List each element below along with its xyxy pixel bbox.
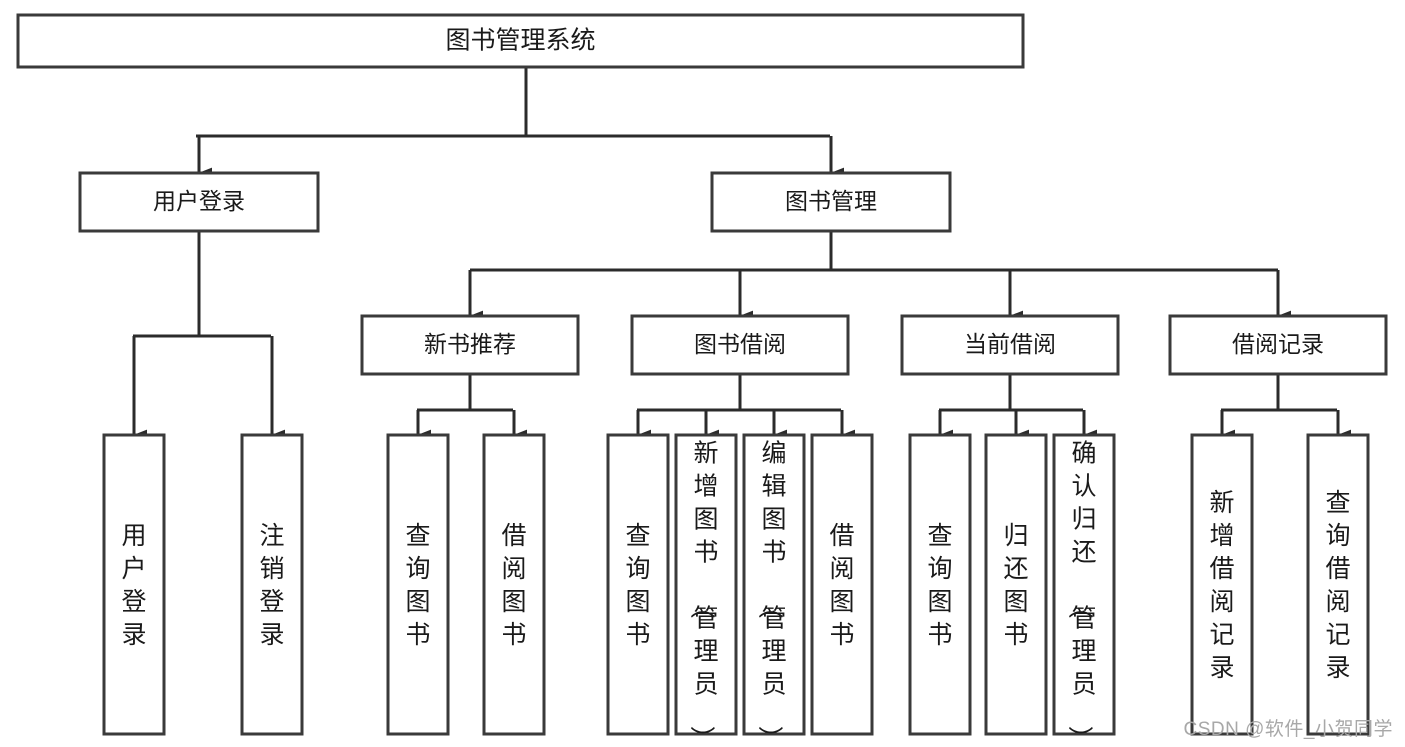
node-label: 确认归还（管理员） bbox=[1065, 440, 1096, 747]
node-box[interactable] bbox=[1168, 314, 1388, 376]
connector-c-bookborrow-split bbox=[636, 374, 856, 441]
connector-layer bbox=[132, 67, 1352, 441]
node-label: 图书管理 bbox=[785, 188, 877, 214]
node-leaf-query-book-rec[interactable]: 查询图书 bbox=[386, 433, 450, 736]
node-box[interactable] bbox=[630, 314, 850, 376]
connector-c-currentborrow-split bbox=[938, 374, 1098, 441]
node-leaf-return-book[interactable]: 归还图书 bbox=[984, 433, 1048, 736]
node-box[interactable] bbox=[810, 433, 874, 736]
node-current-borrow[interactable]: 当前借阅 bbox=[900, 314, 1120, 376]
node-box[interactable] bbox=[386, 433, 450, 736]
node-box[interactable] bbox=[900, 314, 1120, 376]
node-label: 查询图书 bbox=[927, 522, 952, 649]
node-box[interactable] bbox=[1306, 433, 1370, 736]
node-box[interactable] bbox=[742, 433, 806, 736]
connector-c-bookmgmt-split bbox=[468, 231, 1292, 322]
node-label: 编辑图书（管理员） bbox=[755, 440, 786, 747]
node-box[interactable] bbox=[674, 433, 738, 736]
node-leaf-logout[interactable]: 注销登录 bbox=[240, 433, 304, 736]
node-label: 当前借阅 bbox=[964, 331, 1056, 357]
node-new-book-recommend[interactable]: 新书推荐 bbox=[360, 314, 580, 376]
node-leaf-confirm-return[interactable]: 确认归还（管理员） bbox=[1052, 433, 1116, 747]
node-box[interactable] bbox=[16, 13, 1025, 69]
node-leaf-add-book[interactable]: 新增图书（管理员） bbox=[674, 433, 738, 747]
node-user-login[interactable]: 用户登录 bbox=[78, 171, 320, 233]
node-label: 新增图书（管理员） bbox=[687, 440, 718, 747]
node-label: 借阅图书 bbox=[501, 522, 526, 649]
node-label: 用户登录 bbox=[121, 522, 146, 649]
node-label: 借阅图书 bbox=[829, 522, 854, 649]
node-box[interactable] bbox=[240, 433, 304, 736]
csdn-watermark: CSDN @软件_小贺同学 bbox=[1183, 719, 1393, 740]
node-book-management[interactable]: 图书管理 bbox=[710, 171, 952, 233]
node-leaf-borrow-book-rec[interactable]: 借阅图书 bbox=[482, 433, 546, 736]
connector-c-userlogin-split bbox=[132, 231, 286, 441]
node-leaf-query-book-current[interactable]: 查询图书 bbox=[908, 433, 972, 736]
node-leaf-query-book-borrow[interactable]: 查询图书 bbox=[606, 433, 670, 736]
node-leaf-user-login[interactable]: 用户登录 bbox=[102, 433, 166, 736]
node-label: 注销登录 bbox=[259, 522, 284, 649]
node-leaf-borrow-book[interactable]: 借阅图书 bbox=[810, 433, 874, 736]
node-leaf-edit-book[interactable]: 编辑图书（管理员） bbox=[742, 433, 806, 747]
node-box[interactable] bbox=[606, 433, 670, 736]
node-label: 查询借阅记录 bbox=[1325, 489, 1350, 682]
node-label: 新书推荐 bbox=[424, 331, 516, 357]
node-label: 图书借阅 bbox=[694, 331, 786, 357]
node-box[interactable] bbox=[984, 433, 1048, 736]
node-leaf-query-borrow-record[interactable]: 查询借阅记录 bbox=[1306, 433, 1370, 736]
node-label: 借阅记录 bbox=[1232, 331, 1324, 357]
node-leaf-add-borrow-record[interactable]: 新增借阅记录 bbox=[1190, 433, 1254, 736]
node-label: 查询图书 bbox=[405, 522, 430, 649]
node-box[interactable] bbox=[1190, 433, 1254, 736]
node-box[interactable] bbox=[710, 171, 952, 233]
node-box[interactable] bbox=[908, 433, 972, 736]
connector-c-newbook-split bbox=[416, 374, 528, 441]
node-book-borrow[interactable]: 图书借阅 bbox=[630, 314, 850, 376]
node-layer: 图书管理系统用户登录图书管理新书推荐图书借阅当前借阅借阅记录用户登录注销登录查询… bbox=[16, 13, 1388, 747]
node-label: 查询图书 bbox=[625, 522, 650, 649]
node-borrow-record[interactable]: 借阅记录 bbox=[1168, 314, 1388, 376]
connector-c-borrowrecord-split bbox=[1220, 374, 1352, 441]
node-box[interactable] bbox=[102, 433, 166, 736]
node-box[interactable] bbox=[360, 314, 580, 376]
node-box[interactable] bbox=[78, 171, 320, 233]
node-label: 图书管理系统 bbox=[445, 27, 595, 55]
node-box[interactable] bbox=[482, 433, 546, 736]
node-label: 归还图书 bbox=[1003, 522, 1028, 649]
node-label: 用户登录 bbox=[153, 188, 245, 214]
connector-c-root-split bbox=[196, 67, 845, 179]
node-root[interactable]: 图书管理系统 bbox=[16, 13, 1025, 69]
node-label: 新增借阅记录 bbox=[1209, 489, 1234, 682]
node-box[interactable] bbox=[1052, 433, 1116, 736]
